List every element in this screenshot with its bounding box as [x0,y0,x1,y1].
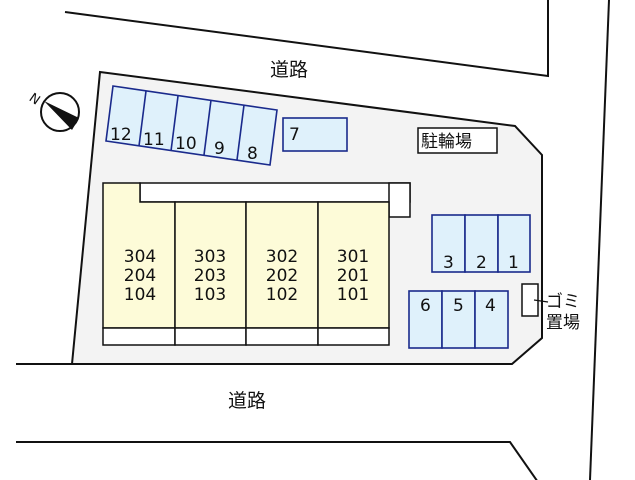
apartment-building [102,182,411,346]
svg-text:102: 102 [266,285,298,305]
unit-304-204-104: 304 204 104 [124,247,156,305]
parking-spot-10: 10 [175,134,197,154]
svg-text:303: 303 [194,247,226,267]
parking-spot-6: 6 [420,296,431,316]
garbage-label-line1: ゴミ [546,291,580,312]
garbage-leader-line [533,299,549,303]
unit-301-201-101: 301 201 101 [337,247,369,305]
svg-text:201: 201 [337,266,369,286]
svg-text:N: N [26,91,43,109]
parking-spot-4: 4 [485,296,496,316]
parking-spot-2: 2 [476,253,487,273]
road-label-bottom: 道路 [228,390,266,412]
north-arrow-icon: N [26,91,80,132]
road-label-top: 道路 [270,59,308,81]
parking-spot-7-box [282,117,348,152]
parking-spot-7: 7 [289,125,300,145]
svg-text:103: 103 [194,285,226,305]
road-lines [16,0,610,480]
svg-text:104: 104 [124,285,156,305]
parking-spot-12: 12 [110,125,132,145]
parking-row-right-upper [431,214,531,273]
garbage-label-line2: 置場 [546,313,580,333]
svg-text:204: 204 [124,266,156,286]
parking-spot-1: 1 [508,253,519,273]
svg-text:202: 202 [266,266,298,286]
svg-text:302: 302 [266,247,298,267]
bicycle-parking-box [417,127,498,154]
parking-spot-9: 9 [214,139,225,159]
unit-302-202-102: 302 202 102 [266,247,298,305]
unit-303-203-103: 303 203 103 [194,247,226,305]
bicycle-parking-label: 駐輪場 [421,132,472,152]
parking-row-right-lower [408,290,509,349]
parking-spot-8: 8 [247,144,258,164]
parking-row-top [105,85,278,166]
parking-spot-3: 3 [443,253,454,273]
svg-text:203: 203 [194,266,226,286]
parking-spot-11: 11 [143,130,165,150]
svg-text:101: 101 [337,285,369,305]
svg-text:301: 301 [337,247,369,267]
svg-text:304: 304 [124,247,156,267]
parking-spot-5: 5 [453,296,464,316]
